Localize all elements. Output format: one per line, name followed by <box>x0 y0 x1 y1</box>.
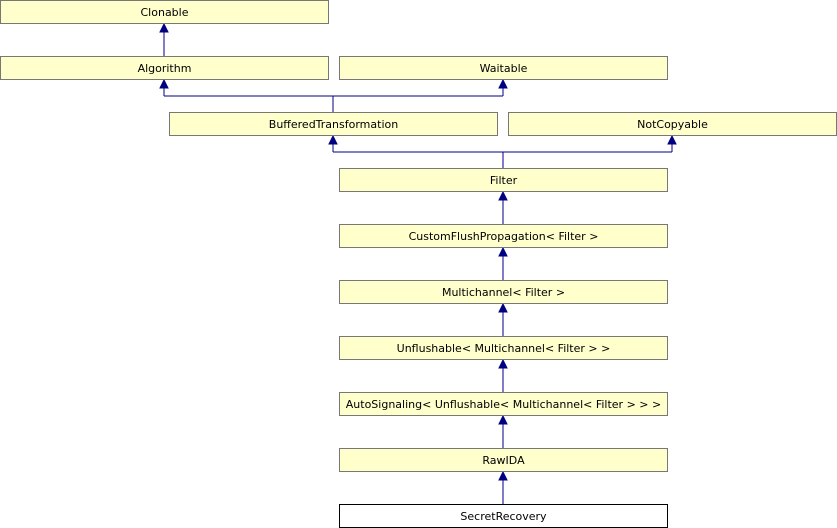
node-auto-signaling[interactable]: AutoSignaling< Unflushable< Multichannel… <box>339 392 668 416</box>
node-algorithm[interactable]: Algorithm <box>0 56 329 80</box>
arrowhead-algorithm <box>159 78 169 89</box>
node-buffered-transformation[interactable]: BufferedTransformation <box>169 112 498 136</box>
node-waitable[interactable]: Waitable <box>339 56 668 80</box>
node-unflushable-label: Unflushable< Multichannel< Filter > > <box>396 341 611 355</box>
node-multichannel[interactable]: Multichannel< Filter > <box>339 280 668 304</box>
arrowhead-unflushable <box>498 358 508 369</box>
node-unflushable[interactable]: Unflushable< Multichannel< Filter > > <box>339 336 668 360</box>
node-clonable-label: Clonable <box>140 5 189 19</box>
arrowhead-multichannel <box>498 302 508 313</box>
node-raw-ida-label: RawIDA <box>482 453 525 467</box>
arrowhead-custom-flush-propagation <box>498 246 508 257</box>
node-secret-recovery: SecretRecovery <box>339 504 668 528</box>
node-buffered-transformation-label: BufferedTransformation <box>268 117 399 131</box>
node-not-copyable-label: NotCopyable <box>637 117 708 131</box>
node-filter-label: Filter <box>489 173 518 187</box>
node-raw-ida[interactable]: RawIDA <box>339 448 668 472</box>
node-algorithm-label: Algorithm <box>137 61 192 75</box>
node-not-copyable[interactable]: NotCopyable <box>508 112 837 136</box>
node-filter[interactable]: Filter <box>339 168 668 192</box>
arrowhead-raw-ida <box>498 470 508 481</box>
node-multichannel-label: Multichannel< Filter > <box>441 285 566 299</box>
node-clonable[interactable]: Clonable <box>0 0 329 24</box>
node-secret-recovery-label: SecretRecovery <box>460 509 547 523</box>
arrowhead-clonable <box>159 22 169 33</box>
arrowhead-buffered-transformation <box>328 134 338 145</box>
arrowhead-not-copyable <box>667 134 677 145</box>
arrowhead-filter <box>498 190 508 201</box>
node-custom-flush-propagation[interactable]: CustomFlushPropagation< Filter > <box>339 224 668 248</box>
node-waitable-label: Waitable <box>479 61 528 75</box>
node-auto-signaling-label: AutoSignaling< Unflushable< Multichannel… <box>345 397 662 411</box>
arrowhead-auto-signaling <box>498 414 508 425</box>
node-custom-flush-propagation-label: CustomFlushPropagation< Filter > <box>408 229 599 243</box>
arrowhead-waitable <box>498 78 508 89</box>
